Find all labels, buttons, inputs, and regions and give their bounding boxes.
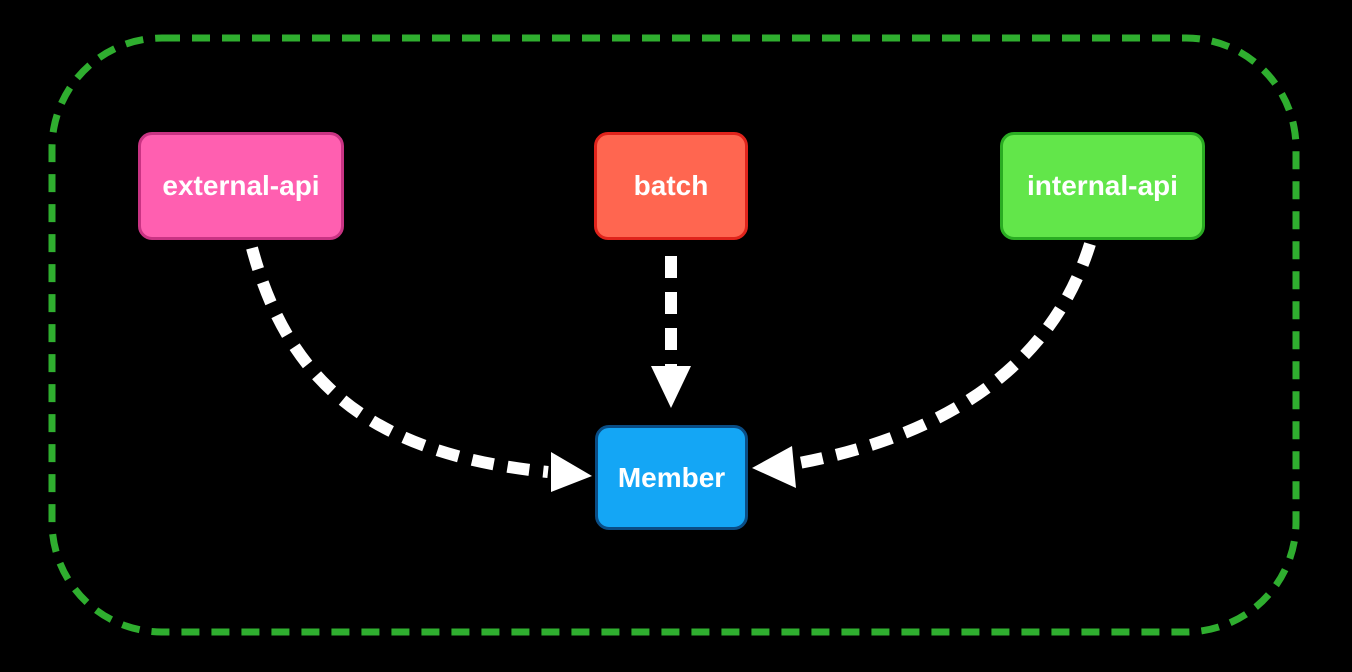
edge-internal-api-to-member — [792, 242, 1096, 470]
node-internal-api: internal-api — [1000, 132, 1205, 240]
node-internal-api-label: internal-api — [1027, 170, 1178, 201]
edge-external-api-to-member — [246, 246, 549, 478]
node-member: Member — [595, 425, 748, 530]
boundary-frame — [48, 34, 1300, 636]
node-external-api: external-api — [138, 132, 344, 240]
edge-batch-arrowhead — [651, 366, 691, 408]
node-member-label: Member — [617, 461, 726, 493]
edge-external-arrowhead — [551, 452, 592, 492]
node-batch-label: batch — [633, 170, 709, 201]
edge-internal-arrowhead — [752, 446, 796, 488]
node-batch: batch — [594, 132, 748, 240]
node-external-api-label: external-api — [162, 170, 320, 201]
